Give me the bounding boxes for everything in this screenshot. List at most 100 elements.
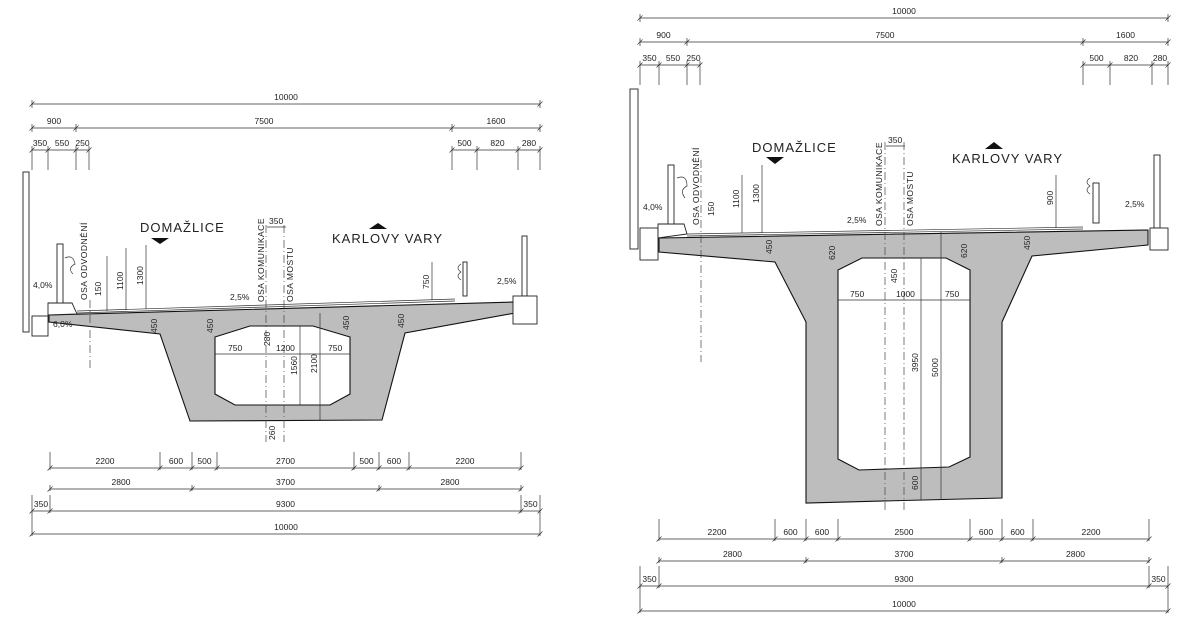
axis-label-road: OSA KOMUNIKACE — [874, 142, 884, 226]
dimension-tick — [537, 100, 543, 108]
arrow-up-icon — [369, 223, 387, 229]
dimension-tick — [772, 519, 778, 542]
dimension-tick — [1030, 519, 1036, 542]
dimension-tick — [637, 587, 643, 614]
dimension-tick — [86, 146, 92, 170]
left-bottom-row1-label: 600 — [169, 456, 183, 466]
dimension-tick — [474, 146, 480, 170]
right-top-row3-left-label: 350 — [642, 53, 656, 63]
dimension-tick — [697, 61, 703, 85]
left-bottom-row1-label: 500 — [197, 456, 211, 466]
dimension-tick — [351, 452, 357, 471]
dimension-tick — [47, 485, 53, 492]
dim-void-height: 1560 — [289, 356, 299, 375]
dimension-tick — [515, 146, 521, 170]
slope-deck: 2,5% — [847, 215, 867, 225]
dimension-tick — [537, 146, 543, 170]
dim-slab-450: 450 — [205, 319, 215, 333]
right-railing-post — [521, 235, 528, 297]
left-top-row3-right-label: 820 — [490, 138, 504, 148]
dimension-tick — [537, 495, 543, 514]
dimension-tick — [684, 61, 690, 85]
left-top-row3-left-label: 550 — [55, 138, 69, 148]
dimension-tick — [189, 485, 195, 492]
right-bottom-row1-label: 600 — [979, 527, 993, 537]
dim-150: 150 — [706, 202, 716, 216]
slope-left-cantilever: 6,0% — [53, 319, 73, 329]
dimension-tick — [1080, 61, 1086, 85]
dimension-tick — [999, 519, 1005, 542]
dim-void-left: 750 — [228, 343, 242, 353]
left-bottom-row1-label: 2700 — [276, 456, 295, 466]
right-guardrail-beam — [457, 263, 462, 281]
left-bottom-row1-label: 600 — [387, 456, 401, 466]
dimension-tick — [449, 146, 455, 170]
dim-haunch: 280 — [262, 332, 272, 346]
axis-label-drainage: OSA ODVODNĚNÍ — [79, 222, 89, 300]
dim-150: 150 — [93, 282, 103, 296]
left-curb — [657, 223, 688, 239]
left-noise-barrier — [22, 171, 30, 333]
left-top-row3-left-label: 250 — [75, 138, 89, 148]
dim-void-right: 750 — [945, 289, 959, 299]
right-top-total-label: 10000 — [892, 6, 916, 16]
slope-right-walkway: 2,5% — [497, 276, 517, 286]
left-guardrail-beam — [676, 176, 688, 199]
dim-slab-450: 450 — [149, 319, 159, 333]
dim-750-rail: 750 — [421, 275, 431, 289]
dimension-tick — [1107, 61, 1113, 85]
dimension-tick — [1165, 14, 1171, 22]
dimension-tick — [518, 495, 524, 514]
dim-depth: 2100 — [309, 354, 319, 373]
dim-void-right: 750 — [328, 343, 342, 353]
right-top-row3-right-label: 280 — [1153, 53, 1167, 63]
arrow-down-icon — [766, 157, 784, 164]
dim-1100: 1100 — [115, 271, 125, 290]
dim-haunch: 450 — [889, 269, 899, 283]
right-bottom-row2-label: 2800 — [723, 549, 742, 559]
dimension-tick — [449, 124, 455, 132]
dimension-tick — [656, 61, 662, 85]
dimension-tick — [1146, 519, 1152, 542]
dim-axis-offset: 350 — [888, 135, 902, 145]
dimension-tick — [1165, 61, 1171, 85]
right-bottom-row2-label: 3700 — [895, 549, 914, 559]
dimension-tick — [637, 566, 643, 589]
dim-slab-450: 450 — [764, 240, 774, 254]
direction-label-domazlice: DOMAŽLICE — [752, 140, 837, 155]
left-curb — [47, 302, 78, 316]
dim-slab-450: 450 — [341, 316, 351, 330]
dimension-tick — [45, 146, 51, 170]
dimension-tick — [637, 14, 643, 22]
dimension-tick — [684, 38, 690, 46]
arrow-down-icon — [151, 238, 169, 244]
right-bottom-row2-label: 2800 — [1066, 549, 1085, 559]
dimension-tick — [656, 557, 662, 564]
right-railing-post — [1153, 154, 1161, 229]
axis-label-bridge: OSA MOSTU — [905, 171, 915, 226]
dimension-tick — [803, 519, 809, 542]
dimension-tick — [656, 519, 662, 542]
dimension-tick — [537, 124, 543, 132]
left-bottom-row3-label: 9300 — [276, 499, 295, 509]
right-bottom-row3-label: 350 — [642, 574, 656, 584]
dim-bottom-slab: 260 — [267, 426, 277, 440]
right-top-row3-right-label: 500 — [1089, 53, 1103, 63]
dimension-tick — [376, 485, 382, 492]
left-bottom-row1-label: 2200 — [96, 456, 115, 466]
right-top-row2-label: 1600 — [1116, 30, 1135, 40]
arrow-up-icon — [985, 142, 1003, 149]
right-road-surface — [686, 226, 1084, 235]
right-cross-section: DOMAŽLICE KARLOVY VARY OSA ODVODNĚNÍ OSA… — [629, 88, 1169, 510]
dimension-tick — [406, 452, 412, 471]
dim-void-left: 750 — [850, 289, 864, 299]
dim-void-center: 1200 — [276, 343, 295, 353]
dim-slab-450: 450 — [396, 314, 406, 328]
dim-bottom-slab: 600 — [910, 476, 920, 490]
dim-depth: 5000 — [930, 358, 940, 377]
dimension-tick — [518, 485, 524, 492]
left-top-row3-right-label: 280 — [522, 138, 536, 148]
direction-label-karlovy-vary: KARLOVY VARY — [332, 231, 443, 246]
left-bottom-row2-label: 3700 — [276, 477, 295, 487]
dimension-tick — [1146, 557, 1152, 564]
